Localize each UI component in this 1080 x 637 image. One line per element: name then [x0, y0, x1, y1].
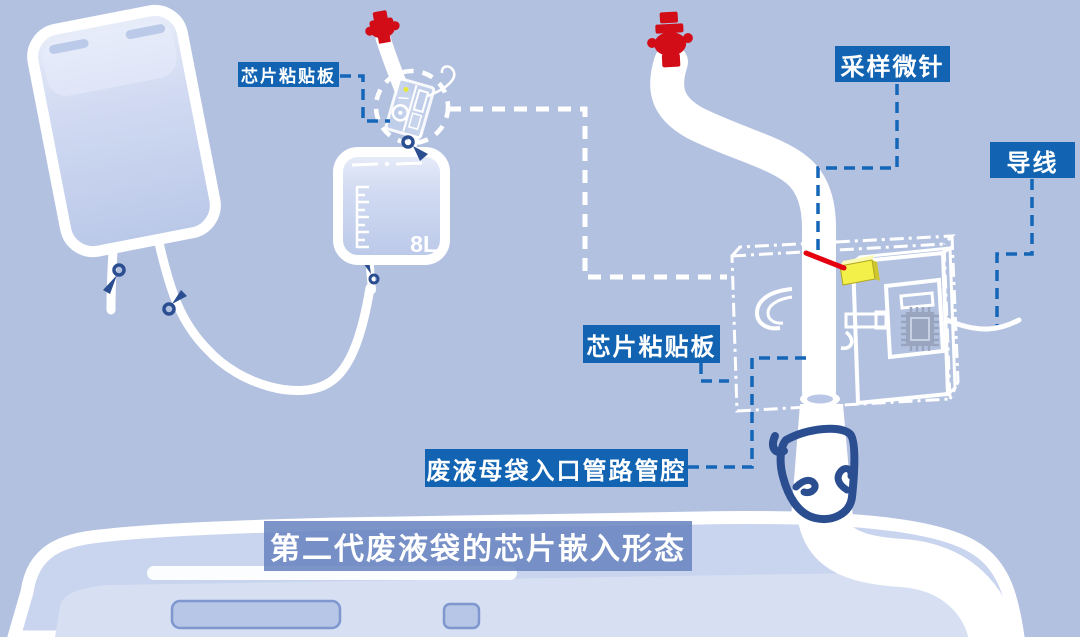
- tube-clamp-icon: [172, 290, 187, 304]
- board-inner-panel: [883, 277, 946, 360]
- mini-wire: [427, 65, 456, 98]
- leader-chip-board-top: [340, 74, 390, 123]
- bag-connect-tube: [154, 238, 375, 396]
- sampling-microneedle-icon: [803, 250, 847, 271]
- zoom-leader-line: [448, 106, 727, 280]
- machine-small-slot: [442, 602, 481, 630]
- tube-side-port: [766, 295, 793, 325]
- leader-wire: [995, 179, 1034, 325]
- leader-chip-board-right: [699, 363, 729, 383]
- chip-led-dot: [403, 86, 409, 92]
- red-connector-icon: [647, 11, 693, 68]
- left-drain-bag: [27, 4, 375, 396]
- board-hook: [840, 330, 854, 350]
- chip-module-assembly-left: [365, 10, 456, 161]
- tube-lower-curve: [797, 488, 1017, 637]
- square-8l-bag: 8L: [333, 129, 450, 294]
- label-chip-adhesive-board-right: 芯片粘贴板: [583, 325, 720, 363]
- bag-short-tube: [106, 246, 118, 315]
- board-bracket: [874, 310, 890, 330]
- board-bracket: [844, 312, 888, 329]
- bag-top-mark: [395, 161, 423, 166]
- red-connector-icon: [365, 10, 400, 44]
- bag-top-mark: [384, 161, 390, 167]
- graduation-scale: [355, 185, 369, 249]
- bag-sheen: [43, 20, 177, 96]
- label-sampling-microneedle: 采样微针: [835, 46, 950, 82]
- tube-clamp-icon: [112, 263, 126, 277]
- tube-clip-icon: [769, 424, 859, 523]
- bag-top-mark: [351, 162, 379, 167]
- tube-clamp-icon: [162, 302, 176, 316]
- tube-upper: [650, 45, 836, 409]
- ic-chip-icon: [901, 307, 939, 351]
- leader-sampling-microneedle: [816, 84, 899, 251]
- signal-wire: [944, 317, 1022, 332]
- tube-clamp-icon: [401, 135, 415, 149]
- label-wire: 导线: [990, 142, 1075, 178]
- board-label-window: [899, 291, 935, 310]
- tube-clamp-icon: [103, 275, 117, 294]
- diagram-title: 第二代废液袋的芯片嵌入形态: [264, 521, 692, 571]
- machine-vent-slot: [170, 599, 342, 630]
- leader-waste-inlet: [688, 356, 813, 469]
- bag-volume-label: 8L: [410, 231, 437, 257]
- chip-board-mini: [384, 77, 436, 140]
- tube-clamp-icon: [368, 273, 380, 285]
- detail-dashdot-box: [730, 234, 960, 413]
- tube-joint-inner: [807, 394, 833, 404]
- label-chip-adhesive-board-top: 芯片粘贴板: [238, 62, 339, 87]
- chip-adhesive-board-detail: [754, 245, 1022, 406]
- leader-lines: [340, 74, 1034, 469]
- tube-clamp-icon: [413, 146, 428, 161]
- needle-mount: [839, 255, 880, 286]
- label-waste-bag-inlet-lumen: 废液母袋入口管路管腔: [425, 449, 688, 487]
- tube-side-port: [754, 287, 793, 331]
